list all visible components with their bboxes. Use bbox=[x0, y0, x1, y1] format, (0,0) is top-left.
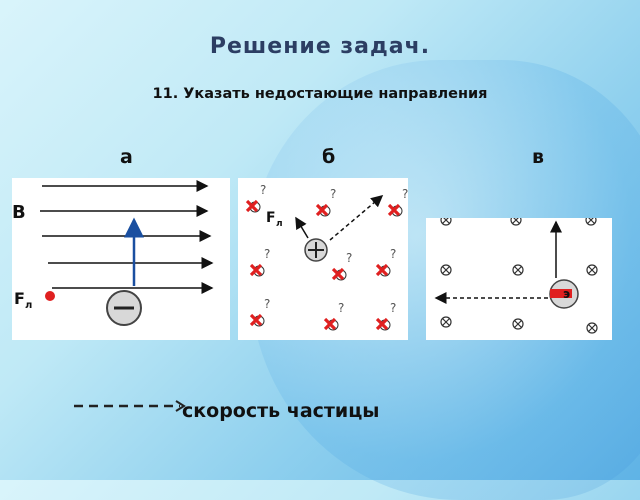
force-label-sub: л bbox=[25, 300, 32, 311]
field-into-page-symbol bbox=[585, 214, 597, 226]
field-into-page-symbol bbox=[440, 316, 452, 328]
panel-a: B F л bbox=[12, 178, 230, 340]
panel-v: э bbox=[426, 214, 612, 340]
electron-particle bbox=[106, 290, 142, 326]
panel-b-diagram: F л ????????? bbox=[245, 183, 408, 331]
panel-a-label: а bbox=[120, 146, 133, 168]
unknown-mark: ? bbox=[338, 301, 344, 315]
positive-particle bbox=[304, 238, 328, 262]
panel-b-label: б bbox=[322, 146, 336, 168]
field-cross-mark bbox=[245, 199, 261, 213]
legend-text: скорость частицы bbox=[182, 400, 380, 422]
field-into-page-symbol bbox=[510, 214, 522, 226]
unknown-mark: ? bbox=[390, 247, 396, 261]
field-into-page-symbol bbox=[512, 264, 524, 276]
particle-v: э bbox=[549, 279, 579, 309]
field-cross-mark bbox=[375, 263, 391, 277]
field-into-page-symbol bbox=[586, 322, 598, 334]
field-label-b: B bbox=[12, 202, 26, 223]
partial-label: э bbox=[563, 287, 570, 301]
field-cross-mark bbox=[315, 203, 331, 217]
panel-v-diagram: э bbox=[434, 214, 598, 334]
force-label: F bbox=[14, 289, 25, 308]
field-into-page-symbol bbox=[512, 318, 524, 330]
field-cross-mark bbox=[331, 267, 347, 281]
force-label-b: F bbox=[266, 210, 276, 226]
unknown-mark: ? bbox=[264, 247, 270, 261]
field-cross-mark bbox=[387, 203, 403, 217]
field-cross-mark bbox=[323, 317, 339, 331]
field-into-page-symbol bbox=[586, 264, 598, 276]
slide-subtitle: 11. Указать недостающие направления bbox=[152, 86, 488, 102]
field-into-page-symbol bbox=[440, 264, 452, 276]
slide-title: Решение задач. bbox=[209, 34, 431, 59]
force-dot bbox=[45, 291, 55, 301]
force-label-b-sub: л bbox=[276, 219, 283, 229]
field-into-page-symbol bbox=[440, 214, 452, 226]
unknown-mark: ? bbox=[264, 297, 270, 311]
field-cross-mark bbox=[249, 263, 265, 277]
panel-a-diagram: B F л bbox=[12, 180, 214, 326]
unknown-mark: ? bbox=[330, 187, 336, 201]
unknown-mark: ? bbox=[260, 183, 266, 197]
panel-b: F л ????????? bbox=[238, 178, 408, 340]
field-cross-mark bbox=[249, 313, 265, 327]
panel-v-label: в bbox=[532, 146, 545, 168]
magnetic-field-lines bbox=[40, 180, 214, 294]
force-arrow bbox=[295, 216, 309, 239]
unknown-mark: ? bbox=[346, 251, 352, 265]
unknown-mark: ? bbox=[402, 187, 408, 201]
legend-velocity-symbol bbox=[74, 400, 186, 412]
unknown-mark: ? bbox=[390, 301, 396, 315]
velocity-arrow bbox=[329, 195, 384, 241]
field-cross-mark bbox=[375, 317, 391, 331]
